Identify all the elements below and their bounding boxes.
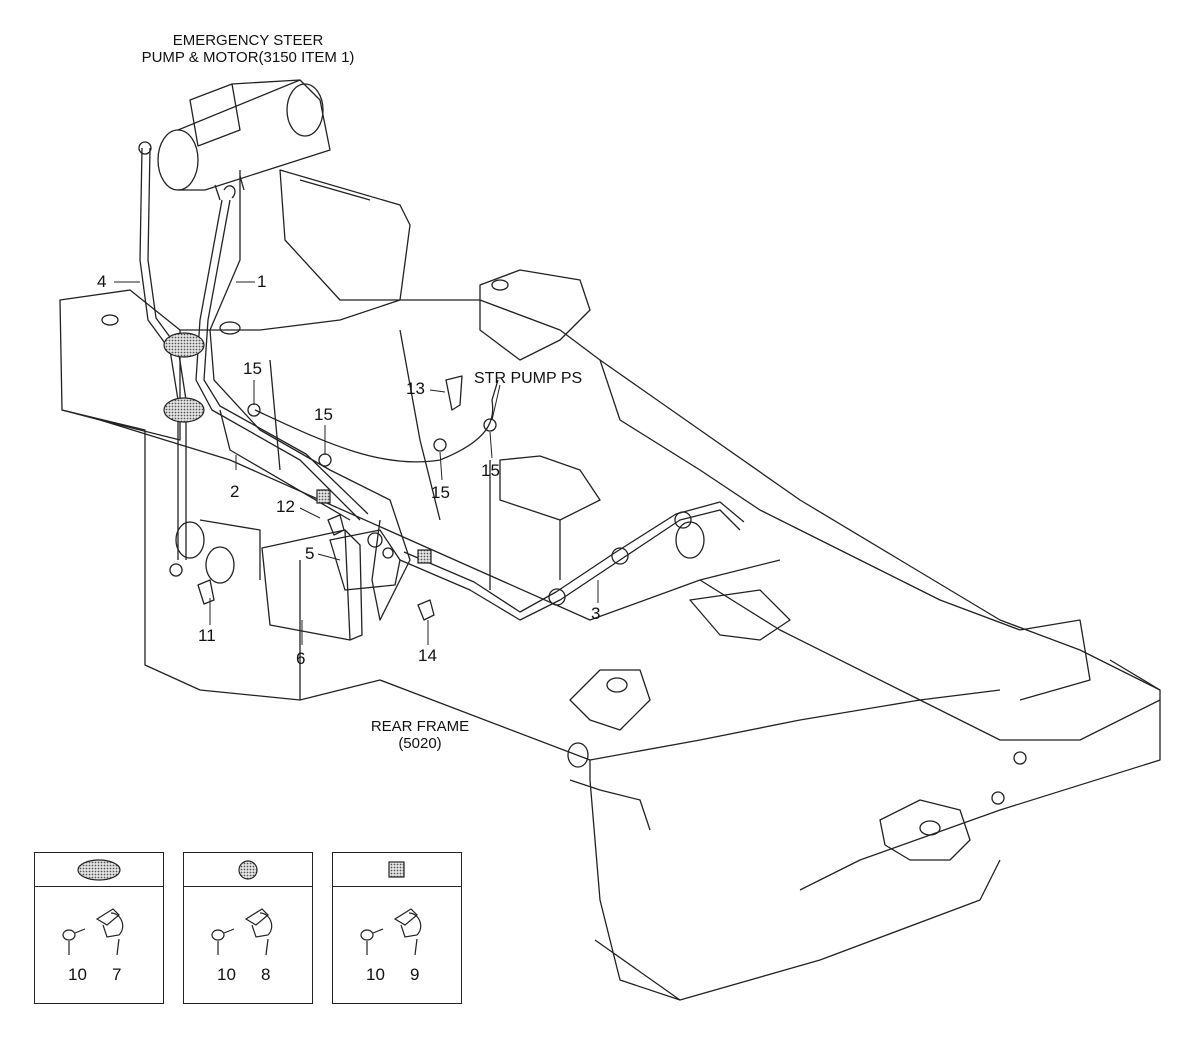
valve-block-5 (329, 529, 401, 591)
mount-plate-6 (261, 529, 363, 641)
legend-header (184, 853, 312, 887)
legend-clip-number: 9 (410, 965, 420, 984)
square-dotted-icon (388, 860, 405, 878)
tube-2-3 (219, 409, 745, 621)
leader-lines (114, 281, 599, 645)
hose-4 (138, 141, 187, 577)
legend-clip-number: 7 (112, 965, 122, 984)
callout-12: 12 (276, 497, 295, 516)
legend-fastener-number: 10 (217, 965, 236, 984)
legend-box-clip-8: 10 8 (183, 852, 313, 1004)
large-oval-dotted-icon (77, 858, 121, 881)
str-pump-ps-label: STR PUMP PS (474, 370, 583, 387)
callout-15-d: 15 (481, 461, 500, 480)
pump-note-line2: PUMP & MOTOR(3150 ITEM 1) (141, 49, 355, 66)
pump-note-line1: EMERGENCY STEER (172, 32, 324, 49)
callout-2: 2 (230, 482, 240, 501)
callout-3: 3 (591, 604, 601, 623)
callout-6: 6 (296, 649, 306, 668)
callout-15-c: 15 (431, 483, 450, 502)
legend-clip-number: 8 (261, 965, 271, 984)
legend-fastener-number: 10 (366, 965, 385, 984)
pump-note: EMERGENCY STEER PUMP & MOTOR(3150 ITEM 1… (130, 32, 366, 66)
legend-box-clip-9: 10 9 (332, 852, 462, 1004)
rear-frame-note: REAR FRAME (5020) (360, 718, 480, 752)
clamps-15 (247, 403, 497, 467)
callout-1: 1 (257, 272, 267, 291)
wire-harness (209, 170, 499, 621)
callout-14: 14 (418, 646, 437, 665)
callout-11: 11 (198, 626, 216, 645)
callout-15-a: 15 (243, 359, 262, 378)
fittings (197, 375, 463, 621)
rear-frame-line2: (5020) (398, 735, 442, 752)
bolt-and-clip-icon (360, 908, 422, 956)
small-circle-dotted-icon (238, 859, 258, 880)
frame-outline (59, 169, 1161, 1001)
legend-box-clip-7: 10 7 (34, 852, 164, 1004)
callout-4: 4 (97, 272, 107, 291)
rear-frame-line1: REAR FRAME (370, 718, 470, 735)
legend-header (333, 853, 461, 887)
callout-15-b: 15 (314, 405, 333, 424)
callout-5: 5 (305, 544, 315, 563)
callout-13: 13 (406, 379, 425, 398)
legend-header (35, 853, 163, 887)
hose-1 (195, 185, 369, 521)
clip-markers (163, 332, 432, 564)
bolt-and-clip-icon (62, 908, 124, 956)
bolt-and-clip-icon (211, 908, 273, 956)
legend-fastener-number: 10 (68, 965, 87, 984)
emergency-steer-pump (157, 79, 331, 201)
